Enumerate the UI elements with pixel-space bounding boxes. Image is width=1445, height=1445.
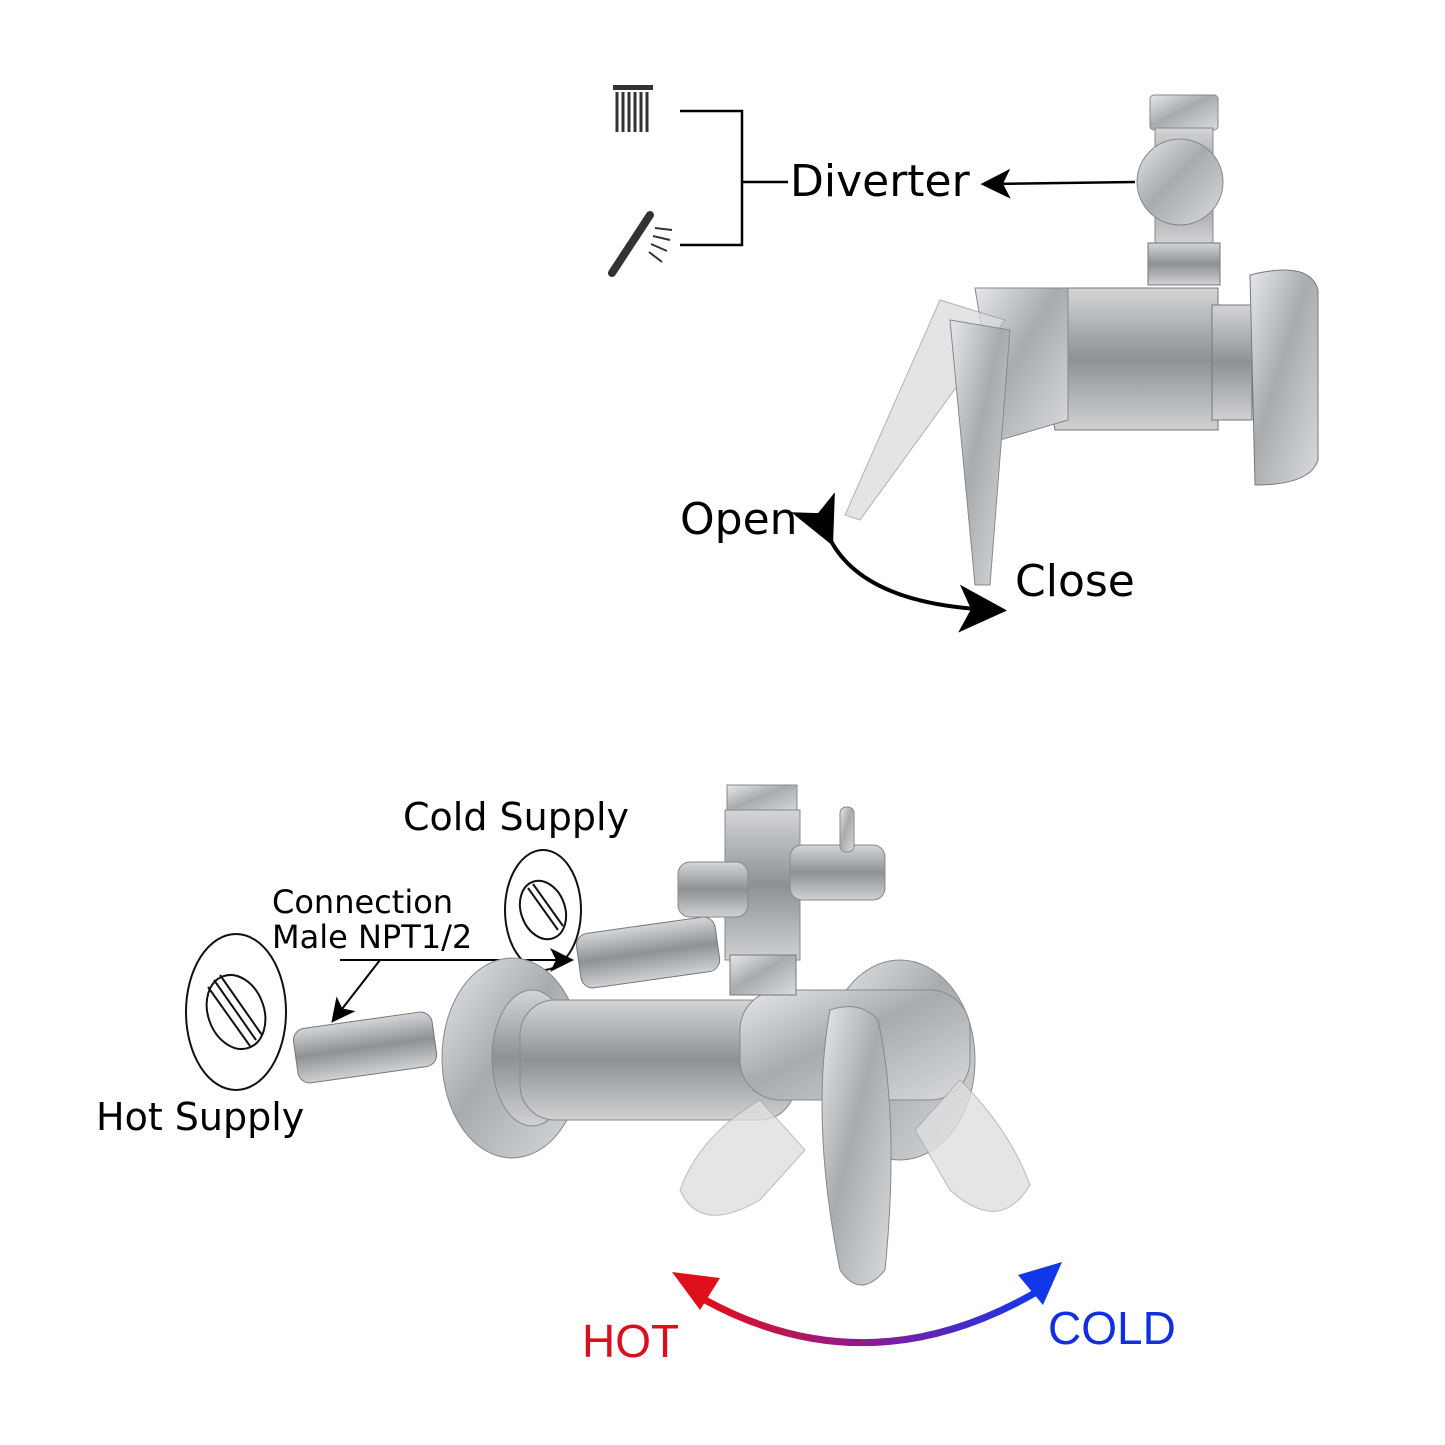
hot-supply-nipple: [292, 1011, 438, 1084]
rain-shower-head-icon: [613, 85, 653, 132]
cold-supply-flange: [504, 849, 582, 971]
cold-arrowhead: [1018, 1262, 1062, 1305]
open-label: Open: [680, 494, 798, 545]
diverter-label: Diverter: [790, 156, 970, 207]
hot-label: HOT: [582, 1315, 680, 1367]
hot-arrowhead: [672, 1272, 720, 1310]
hot-supply-flange: [185, 933, 287, 1091]
hot-cold-arrow: [703, 1286, 1042, 1347]
hot-supply-label: Hot Supply: [96, 1095, 305, 1139]
diverter-bracket: [680, 109, 788, 247]
open-close-arrow: [791, 492, 1007, 633]
mixer-valve: [441, 784, 1031, 1286]
close-label: Close: [1015, 556, 1135, 607]
cold-supply-nipple: [575, 916, 721, 989]
side-view-valve: [844, 94, 1319, 586]
hand-shower-icon: [608, 211, 673, 277]
connection-line1: Connection: [272, 883, 454, 921]
connection-line2: Male NPT1/2: [272, 918, 473, 957]
connection-arrows: [331, 948, 574, 1023]
connection-label: Connection Male NPT1/2: [272, 883, 473, 957]
diverter-arrow: [980, 168, 1136, 199]
cold-label: COLD: [1048, 1302, 1176, 1354]
cold-supply-label: Cold Supply: [403, 795, 630, 839]
